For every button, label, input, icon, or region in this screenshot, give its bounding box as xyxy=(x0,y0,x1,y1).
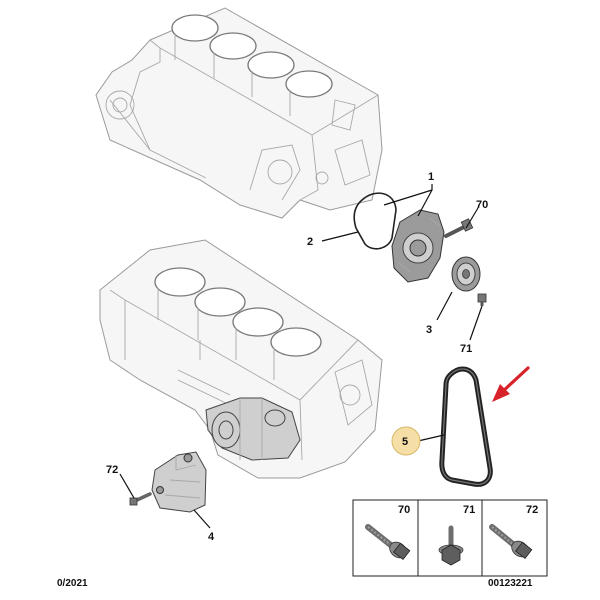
callout-5-highlight xyxy=(391,426,421,456)
red-arrow-icon xyxy=(492,366,530,402)
water-pump xyxy=(391,209,445,283)
leader-71 xyxy=(469,305,483,341)
fastener-table: 70 71 72 xyxy=(352,499,548,577)
callout-71: 71 xyxy=(460,343,472,355)
lower-engine-block xyxy=(99,239,383,479)
callout-2: 2 xyxy=(307,236,313,248)
drive-belt xyxy=(439,366,493,487)
bolt-71 xyxy=(477,293,487,306)
mounting-bracket xyxy=(151,451,207,513)
washer-bolt-71-icon xyxy=(438,525,464,566)
fastener-header-71: 71 xyxy=(463,504,475,516)
bolt-70 xyxy=(444,218,474,238)
footer-reference: 00123221 xyxy=(488,578,533,589)
water-pump-gasket xyxy=(353,192,397,250)
fastener-header-72: 72 xyxy=(526,504,538,516)
footer-date: 0/2021 xyxy=(57,578,88,589)
leader-2 xyxy=(321,231,359,242)
flange-bolt-72-icon xyxy=(489,524,533,559)
upper-engine-block xyxy=(95,7,383,219)
callout-1: 1 xyxy=(428,171,434,183)
leader-70 xyxy=(465,207,479,229)
callout-3: 3 xyxy=(426,324,432,336)
leader-72 xyxy=(119,473,135,499)
leader-3 xyxy=(436,291,453,321)
callout-4: 4 xyxy=(208,531,215,543)
leader-4 xyxy=(193,509,211,529)
fastener-header-70: 70 xyxy=(398,504,410,516)
leader-5 xyxy=(417,434,445,442)
callout-5: 5 xyxy=(402,436,408,448)
oil-filter-housing xyxy=(205,397,301,461)
leader-1 xyxy=(383,184,433,217)
callout-72: 72 xyxy=(106,464,118,476)
flange-bolt-70-icon xyxy=(365,524,411,560)
pump-pulley xyxy=(451,256,481,292)
callout-70: 70 xyxy=(476,199,488,211)
